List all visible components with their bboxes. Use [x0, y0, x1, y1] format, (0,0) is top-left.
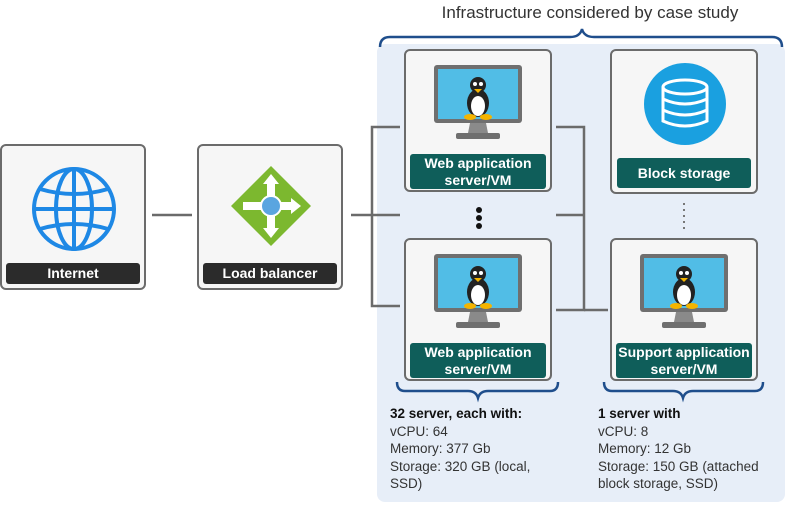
internet-node: Internet: [0, 144, 146, 290]
support-server-specs: 1 server with vCPU: 8 Memory: 12 Gb Stor…: [598, 405, 783, 493]
servers-right-bracket: [556, 125, 586, 312]
linux-monitor-icon: [640, 254, 728, 328]
ellipsis-dot: [476, 215, 482, 221]
ellipsis-dot: [476, 207, 482, 213]
web-server-top-label: Web application server/VM: [410, 154, 546, 189]
block-storage-label: Block storage: [617, 158, 751, 188]
linux-monitor-icon: [434, 65, 522, 139]
internet-label: Internet: [6, 263, 140, 284]
support-spec-vcpu: vCPU: 8: [598, 423, 649, 439]
block-storage-node: Block storage: [610, 49, 758, 194]
support-specs-brace: [602, 381, 765, 403]
top-brace: [378, 28, 784, 48]
web-specs-brace: [395, 381, 560, 403]
support-server-label: Support application server/VM: [616, 343, 752, 378]
web-spec-vcpu: vCPU: 64: [390, 423, 448, 439]
web-server-specs: 32 server, each with: vCPU: 64 Memory: 3…: [390, 405, 560, 493]
diagram-title: Infrastructure considered by case study: [441, 3, 739, 22]
database-icon: [644, 63, 726, 145]
globe-icon: [32, 167, 116, 251]
web-server-bottom-label: Web application server/VM: [410, 343, 546, 378]
load-balancer-icon: [231, 166, 311, 246]
support-spec-storage: Storage: 150 GB (attached block storage,…: [598, 458, 759, 492]
web-server-bottom-node: Web application server/VM: [404, 238, 552, 381]
web-spec-storage: Storage: 320 GB (local, SSD): [390, 458, 531, 492]
ellipsis-dot: [476, 223, 482, 229]
servers-bracket: [370, 125, 400, 308]
load-balancer-node: Load balancer: [197, 144, 343, 290]
web-specs-heading: 32 server, each with:: [390, 406, 523, 421]
web-server-top-node: Web application server/VM: [404, 49, 552, 192]
support-spec-memory: Memory: 12 Gb: [598, 441, 692, 456]
web-spec-memory: Memory: 377 Gb: [390, 441, 491, 456]
support-server-node: Support application server/VM: [610, 238, 758, 381]
linux-monitor-icon: [434, 254, 522, 328]
support-specs-heading: 1 server with: [598, 406, 681, 421]
load-balancer-label: Load balancer: [203, 263, 337, 284]
